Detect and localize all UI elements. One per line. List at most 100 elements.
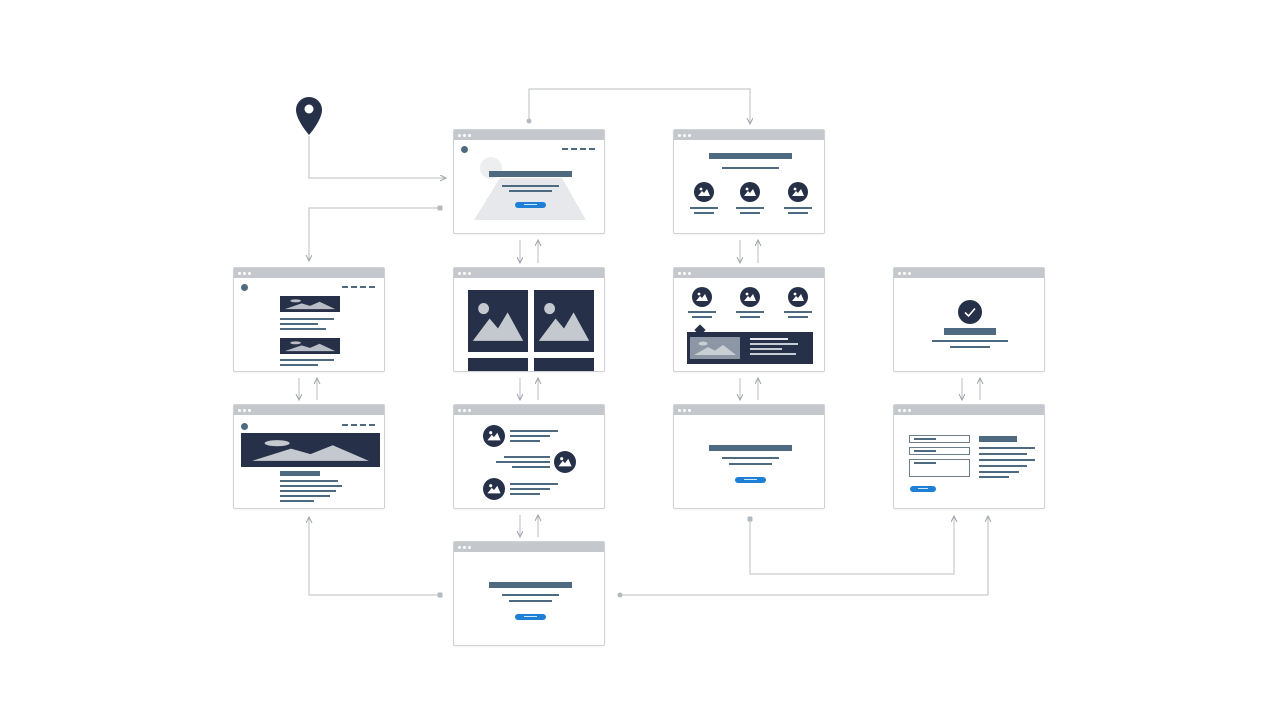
mountain-image-icon — [694, 341, 736, 356]
gallery-image — [468, 290, 528, 352]
form-field-label — [914, 438, 936, 440]
confirmation-text — [932, 340, 1008, 342]
window-control-dot — [463, 272, 466, 275]
logo-dot — [241, 284, 248, 291]
mountain-image-icon — [472, 303, 524, 341]
feature-text — [788, 212, 808, 214]
connector-arrow — [749, 516, 954, 575]
feature-icon — [692, 287, 712, 307]
profile-avatar — [483, 478, 505, 500]
detail-text — [750, 353, 796, 355]
post-title — [280, 318, 334, 320]
feature-icon — [788, 182, 808, 202]
profile-text — [510, 488, 550, 490]
image-icon — [487, 484, 501, 494]
form-field — [909, 435, 970, 443]
contact-text — [979, 465, 1027, 467]
cta-headline — [709, 445, 792, 451]
profile-name — [510, 430, 558, 432]
image-icon — [696, 292, 708, 301]
window-control-dot — [688, 272, 691, 275]
window-control-dot — [463, 409, 466, 412]
profile-text — [510, 440, 540, 442]
feature-icon — [788, 287, 808, 307]
nav-link — [342, 286, 348, 288]
profile-avatar — [554, 451, 576, 473]
window-titlebar — [454, 268, 604, 278]
contact-text — [979, 471, 1019, 473]
cta-button — [735, 477, 766, 483]
window-titlebar — [894, 405, 1044, 415]
screen-features-detail — [673, 267, 825, 372]
window-control-dot — [688, 409, 691, 412]
cta-button — [515, 202, 546, 208]
window-control-dot — [898, 272, 901, 275]
nav-link — [589, 148, 595, 150]
confirmation-text — [950, 346, 990, 348]
window-control-dot — [468, 134, 471, 137]
window-control-dot — [248, 409, 251, 412]
contact-text — [979, 447, 1035, 449]
nav-link — [360, 424, 366, 426]
feature-text — [692, 316, 712, 318]
feature-title — [784, 311, 812, 313]
hero-background — [474, 157, 586, 220]
subheadline — [502, 185, 559, 187]
cta-button — [515, 614, 546, 620]
mountain-image-icon — [252, 440, 369, 461]
window-control-dot — [678, 409, 681, 412]
article-title — [280, 471, 320, 476]
contact-title — [979, 436, 1017, 442]
article-banner — [241, 433, 380, 467]
window-control-dot — [688, 134, 691, 137]
window-control-dot — [238, 409, 241, 412]
headline-bar — [709, 153, 792, 159]
image-icon — [558, 457, 572, 467]
location-pin-icon — [296, 97, 322, 135]
screen-image-gallery — [453, 267, 605, 372]
window-control-dot — [678, 272, 681, 275]
feature-icon — [740, 287, 760, 307]
nav-link — [369, 286, 375, 288]
form-field-label — [914, 462, 936, 464]
post-image — [280, 338, 340, 354]
window-control-dot — [243, 409, 246, 412]
feature-title — [736, 207, 764, 209]
nav-link — [571, 148, 577, 150]
mountain-image-icon — [284, 299, 336, 310]
screen-article-hero — [233, 404, 385, 509]
window-control-dot — [908, 272, 911, 275]
feature-text — [788, 316, 808, 318]
confirmation-title — [944, 328, 996, 335]
profile-name — [504, 456, 550, 458]
window-control-dot — [248, 272, 251, 275]
cta-text — [502, 594, 559, 596]
feature-text — [740, 316, 760, 318]
image-icon — [487, 431, 501, 441]
window-titlebar — [894, 268, 1044, 278]
window-control-dot — [458, 409, 461, 412]
connector-arrow — [528, 88, 750, 124]
logo-dot — [241, 423, 248, 430]
feature-title — [690, 207, 718, 209]
screen-success — [893, 267, 1045, 372]
post-excerpt — [280, 328, 326, 330]
contact-text — [979, 459, 1035, 461]
window-titlebar — [454, 542, 604, 552]
feature-text — [694, 212, 714, 214]
window-control-dot — [898, 409, 901, 412]
connector-arrow — [620, 516, 988, 596]
contact-text — [979, 453, 1027, 455]
image-icon — [744, 187, 756, 196]
nav-link — [562, 148, 568, 150]
connector-arrow — [309, 207, 440, 261]
nav-link — [369, 424, 375, 426]
gallery-image — [534, 290, 594, 352]
article-text — [280, 480, 338, 482]
submit-button — [910, 486, 936, 492]
cta-headline — [489, 582, 572, 588]
success-check-icon — [958, 300, 982, 324]
cta-text — [509, 600, 552, 602]
feature-icon — [694, 182, 714, 202]
